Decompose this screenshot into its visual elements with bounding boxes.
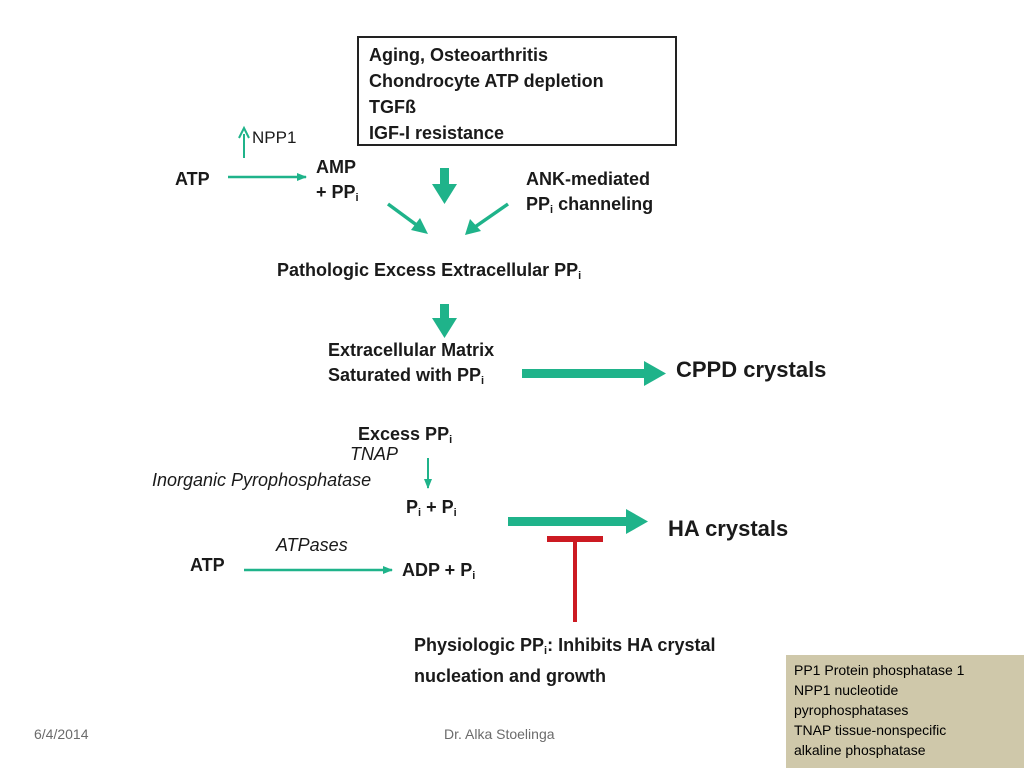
ecm-line1: Extracellular Matrix [328,340,495,360]
pathologic-label: Pathologic Excess Extracellular PPi [277,260,582,282]
npp1-label: NPP1 [252,128,297,147]
physiologic-pp-label: Physiologic PPi: Inhibits HA crystal nuc… [414,633,715,689]
atp-label-bottom: ATP [190,555,225,575]
footer-date: 6/4/2014 [34,726,89,742]
pi-plus-pi-label: Pi + Pi [406,497,457,519]
atp-label-top: ATP [175,169,210,189]
factor-item: TGFß [369,97,416,117]
risk-factors-box: Aging, Osteoarthritis Chondrocyte ATP de… [357,36,677,146]
cppd-arrow [522,361,666,386]
factor-item: Chondrocyte ATP depletion [369,71,604,91]
amp-text: AMP [316,157,356,177]
legend-line: pyrophosphatases [794,702,909,718]
excess-pp-label: Excess PPi [358,424,453,446]
ha-arrow [508,509,648,534]
ecm-label: Extracellular Matrix Saturated with PPi [328,338,494,394]
abbreviation-legend: PP1 Protein phosphatase 1 NPP1 nucleotid… [786,655,1024,768]
adp-pi-label: ADP + Pi [402,560,476,582]
pp-text: + PPi [316,182,359,204]
factor-item: IGF-I resistance [369,123,505,143]
physio-line2: nucleation and growth [414,666,606,686]
inorganic-pyrophosphatase-label: Inorganic Pyrophosphatase [152,470,372,490]
physio-line1: Physiologic PPi: Inhibits HA crystal [414,635,716,657]
tnap-label: TNAP [350,444,399,464]
legend-line: NPP1 nucleotide [794,682,899,698]
amp-diagonal-arrow [386,202,428,234]
ank-line1: ANK-mediated [526,169,651,189]
legend-line: alkaline phosphatase [794,742,926,758]
ank-line2: PPi channeling [526,194,654,216]
legend-line: PP1 Protein phosphatase 1 [794,662,965,678]
box-down-arrow [432,168,457,204]
factor-item: Aging, Osteoarthritis [369,45,549,65]
legend-line: TNAP tissue-nonspecific [794,722,947,738]
ha-crystals-label: HA crystals [668,516,789,541]
atpases-label: ATPases [276,535,348,555]
inhibitor-bar [547,536,603,622]
cppd-crystals-label: CPPD crystals [676,357,827,382]
ank-label: ANK-mediated PPi channeling [526,167,653,223]
npp1-up-arrow [238,125,250,158]
ank-diagonal-arrow [465,202,509,235]
ecm-line2: Saturated with PPi [328,365,485,387]
amp-pp-label: AMP + PPi [316,155,359,211]
pathologic-down-arrow [432,304,457,338]
footer-author: Dr. Alka Stoelinga [444,726,555,742]
